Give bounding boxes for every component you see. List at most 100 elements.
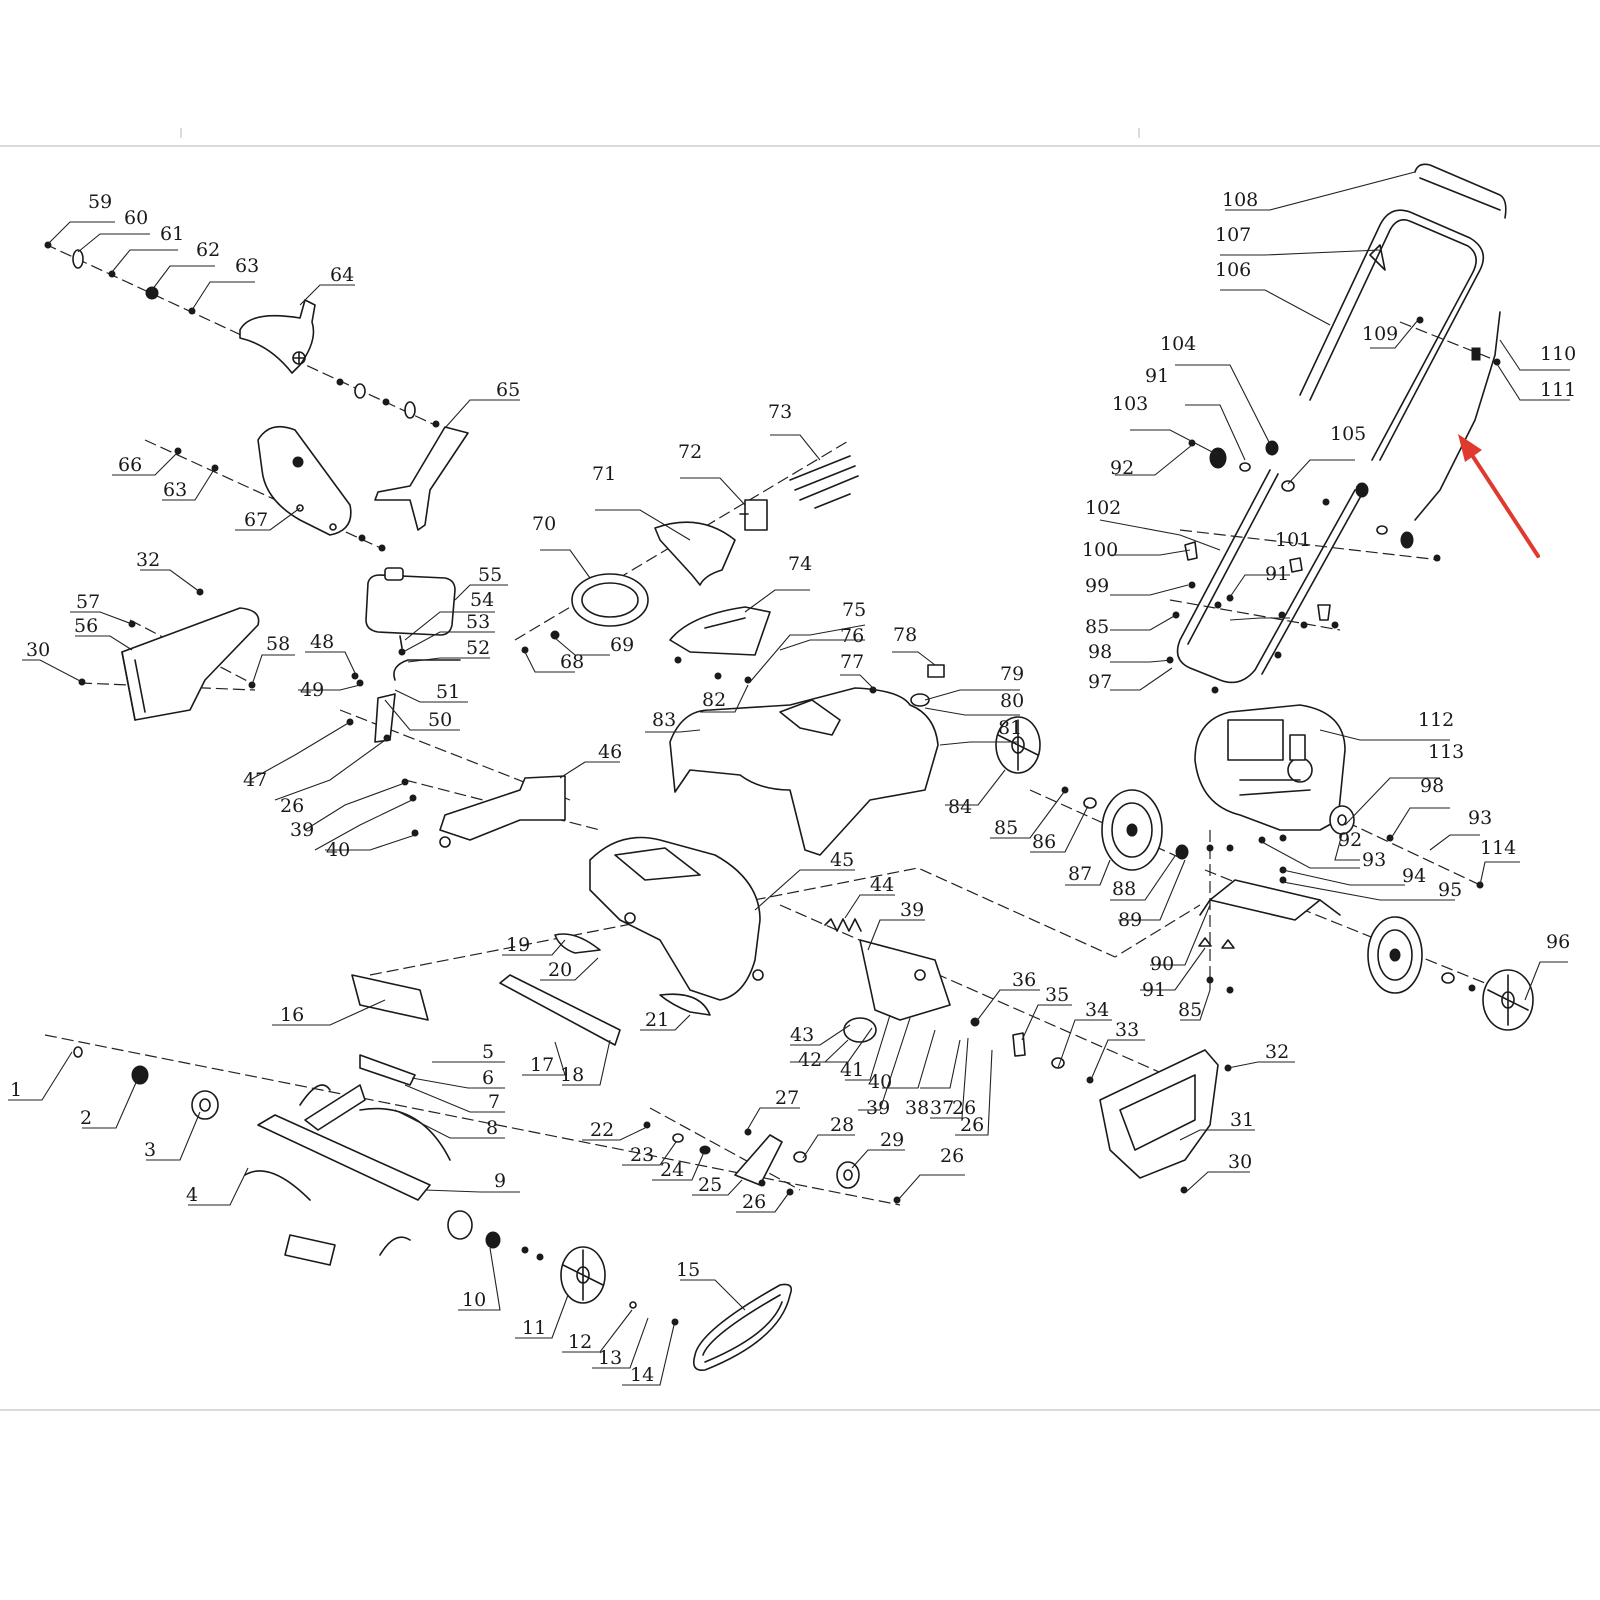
callout-c98b: 98 <box>1420 775 1444 797</box>
callout-c46: 46 <box>598 741 622 763</box>
callout-c97: 97 <box>1088 671 1112 693</box>
callout-c27: 27 <box>775 1087 799 1109</box>
callout-c83: 83 <box>652 709 676 731</box>
chute-assembly <box>44 241 469 552</box>
callout-c50: 50 <box>428 709 452 731</box>
callout-c91a: 91 <box>1142 979 1166 1001</box>
callout-c94: 94 <box>1402 865 1426 887</box>
callout-c10: 10 <box>462 1289 486 1311</box>
callout-c15: 15 <box>676 1259 700 1281</box>
callout-c85a: 85 <box>994 817 1018 839</box>
callout-c39a: 39 <box>866 1097 890 1119</box>
drive-assembly <box>643 1121 901 1204</box>
callout-c12: 12 <box>568 1331 592 1353</box>
callout-c77: 77 <box>840 651 864 673</box>
callout-c16: 16 <box>280 1004 304 1026</box>
callout-c25: 25 <box>698 1174 722 1196</box>
callout-c36: 36 <box>1012 969 1036 991</box>
handle-assembly <box>1166 163 1507 694</box>
callout-c108: 108 <box>1222 189 1258 211</box>
callout-c19: 19 <box>506 934 530 956</box>
callout-c39c: 39 <box>290 819 314 841</box>
callout-c42: 42 <box>798 1049 822 1071</box>
callout-c106: 106 <box>1215 259 1251 281</box>
callout-c86: 86 <box>1032 831 1056 853</box>
callout-c32a: 32 <box>1265 1041 1289 1063</box>
callout-c63a: 63 <box>235 255 259 277</box>
callout-c24: 24 <box>660 1159 684 1181</box>
callout-c35: 35 <box>1045 984 1069 1006</box>
engine-assembly <box>1194 704 1484 889</box>
callout-c99: 99 <box>1085 575 1109 597</box>
callout-c114: 114 <box>1480 837 1516 859</box>
callout-c85b: 85 <box>1085 616 1109 638</box>
callout-c61: 61 <box>160 223 184 245</box>
callout-c6: 6 <box>482 1067 494 1089</box>
callout-c47: 47 <box>243 769 267 791</box>
callout-c113: 113 <box>1428 741 1464 763</box>
callout-c5: 5 <box>482 1041 494 1063</box>
callout-c26b: 26 <box>940 1145 964 1167</box>
callout-c84: 84 <box>948 796 972 818</box>
callout-c92a: 92 <box>1110 457 1134 479</box>
callout-c28: 28 <box>830 1114 854 1136</box>
callout-c43: 43 <box>790 1024 814 1046</box>
callout-c73: 73 <box>768 401 792 423</box>
auger-housing <box>351 836 1094 1084</box>
callout-c67: 67 <box>244 509 268 531</box>
callout-c110: 110 <box>1540 343 1576 365</box>
callout-c72: 72 <box>678 441 702 463</box>
callout-c41: 41 <box>840 1059 864 1081</box>
callout-c98a: 98 <box>1088 641 1112 663</box>
auger-assembly <box>73 1046 793 1372</box>
callout-c85c: 85 <box>1178 999 1202 1021</box>
callout-c26d: 26 <box>960 1114 984 1136</box>
callout-labels: 1 2 3 4 5 6 7 8 9 10 11 12 13 14 15 16 1… <box>10 189 1576 1386</box>
callout-c70: 70 <box>532 513 556 535</box>
callout-c34: 34 <box>1085 999 1109 1021</box>
callout-c63b: 63 <box>163 479 187 501</box>
callout-c112: 112 <box>1418 709 1454 731</box>
page-frame <box>0 128 1600 1411</box>
callout-c33: 33 <box>1115 1019 1139 1041</box>
callout-c89: 89 <box>1118 909 1142 931</box>
callout-c60: 60 <box>124 207 148 229</box>
callout-c45: 45 <box>830 849 854 871</box>
callout-c93a: 93 <box>1362 849 1386 871</box>
callout-c48: 48 <box>310 631 334 653</box>
callout-c69: 69 <box>610 634 634 656</box>
callout-c44: 44 <box>870 874 894 896</box>
wheel-axle-assembly <box>995 716 1534 1031</box>
callout-c31: 31 <box>1230 1109 1254 1131</box>
callout-c103: 103 <box>1112 393 1148 415</box>
red-arrow-icon <box>1458 434 1540 558</box>
callout-c8: 8 <box>486 1117 498 1139</box>
callout-c105: 105 <box>1330 423 1366 445</box>
callout-c102: 102 <box>1085 497 1121 519</box>
callout-c2: 2 <box>80 1107 92 1129</box>
callout-c55: 55 <box>478 564 502 586</box>
callout-c68: 68 <box>560 651 584 673</box>
callout-c109: 109 <box>1362 323 1398 345</box>
callout-c57: 57 <box>76 591 100 613</box>
callout-c76: 76 <box>840 625 864 647</box>
callout-c74: 74 <box>788 553 812 575</box>
callout-c66: 66 <box>118 454 142 476</box>
callout-c91c: 91 <box>1265 563 1289 585</box>
callout-c26a: 26 <box>742 1191 766 1213</box>
callout-c17: 17 <box>530 1054 554 1076</box>
callout-c37: 37 <box>930 1097 954 1119</box>
callout-c23: 23 <box>630 1144 654 1166</box>
callout-c81: 81 <box>998 717 1022 739</box>
callout-c21: 21 <box>645 1009 669 1031</box>
callout-c90: 90 <box>1150 953 1174 975</box>
callout-c32b: 32 <box>136 549 160 571</box>
callout-c88: 88 <box>1112 878 1136 900</box>
callout-c65: 65 <box>496 379 520 401</box>
callout-c39b: 39 <box>900 899 924 921</box>
callout-c80: 80 <box>1000 690 1024 712</box>
callout-c7: 7 <box>488 1091 500 1113</box>
callout-c30b: 30 <box>26 639 50 661</box>
callout-c22: 22 <box>590 1119 614 1141</box>
